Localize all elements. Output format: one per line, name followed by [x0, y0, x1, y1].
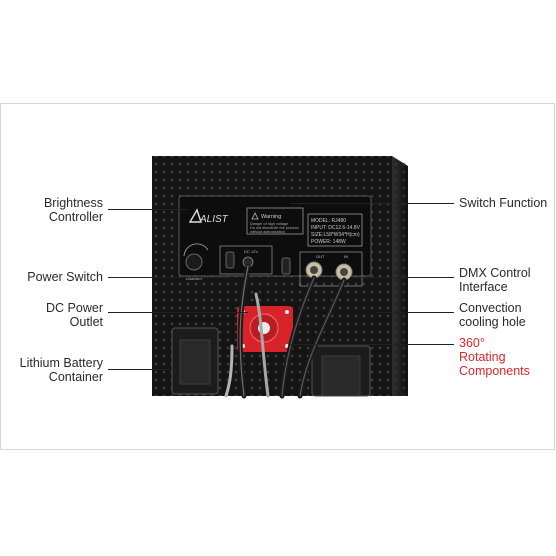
cables: [224, 263, 347, 399]
dmx-callout-line: [352, 277, 454, 278]
rotating-component: [237, 306, 293, 352]
dc-label: DC 12V: [244, 249, 258, 254]
warning-line: Danger of high voltage: [250, 222, 288, 226]
battery-callout-line: [108, 369, 176, 370]
rotating-callout-line: [290, 344, 454, 345]
spec-line: INPUT: DC12.6-14.8V: [311, 225, 361, 231]
warning-triangle-icon: [251, 212, 259, 220]
dmx-in-label: IN: [344, 254, 348, 259]
spec-line: SIZE:L58*W34*H(cm): [311, 232, 360, 238]
switch-function-label: Switch Function: [459, 196, 548, 210]
brand-logo: ALIST: [188, 208, 229, 225]
spec-box: [307, 213, 363, 247]
power-switch-callout-line: [108, 277, 228, 278]
brightness-callout-line: [108, 209, 188, 210]
dc-power-callout-line: [108, 312, 248, 313]
switch-function-callout-line: [290, 203, 454, 204]
dmx-out-label: OUT: [316, 254, 325, 259]
convection-callout-line: [376, 312, 454, 313]
warning-title: Warning: [261, 214, 281, 220]
mode-switch: [281, 257, 291, 275]
power-switch: [225, 251, 235, 269]
brand-logo-text: ALIST: [199, 214, 229, 225]
dimmer-label: DIMMER: [186, 276, 202, 281]
power-switch-label: Power Switch: [27, 270, 103, 284]
dimmer-knob: [185, 253, 203, 271]
spec-line: POWER: 148W: [311, 239, 346, 245]
warning-box: [246, 207, 304, 235]
warning-line: Do not dismantle the product: [250, 226, 299, 230]
spec-line: MODEL: RJ480: [311, 218, 346, 224]
dmx-box: [299, 251, 363, 287]
warning-line: without authorization: [250, 230, 285, 234]
